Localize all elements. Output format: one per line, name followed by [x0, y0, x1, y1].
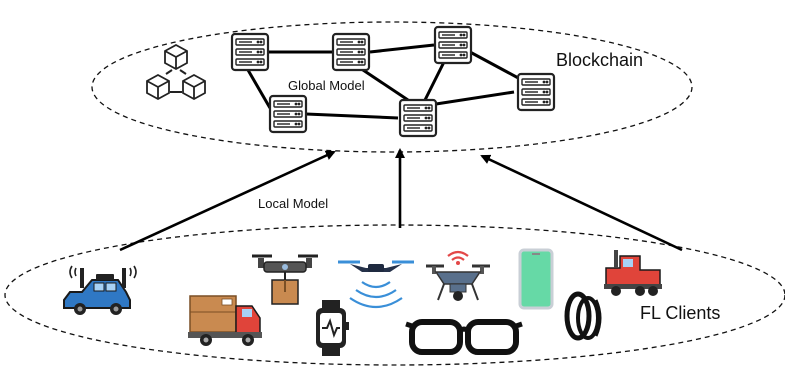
fl-clients-ellipse	[4, 224, 785, 366]
smart-ring-icon	[564, 291, 602, 341]
semi-truck-icon	[604, 250, 662, 296]
upload-arrows	[119, 148, 683, 252]
global-model-label: Global Model	[288, 78, 365, 93]
blockchain-label: Blockchain	[556, 50, 643, 70]
server-icon	[268, 94, 308, 134]
blockchain-cubes-icon	[146, 44, 206, 100]
smart-glasses-icon	[405, 319, 523, 355]
smartphone-icon	[518, 248, 554, 310]
local-model-label: Local Model	[258, 196, 328, 211]
blockchain-ellipse	[91, 21, 693, 153]
delivery-truck-icon	[188, 295, 262, 346]
drone-signal-icon	[338, 260, 414, 309]
server-network-links	[246, 43, 523, 120]
server-icon	[230, 32, 270, 72]
right-upload-arrow	[480, 154, 683, 252]
fl-clients-label: FL Clients	[640, 303, 720, 323]
smartwatch-icon	[316, 300, 349, 356]
left-upload-arrow	[119, 150, 336, 252]
server-icon	[433, 25, 473, 65]
server-icon	[331, 32, 371, 72]
delivery-drone-icon	[252, 254, 318, 305]
autonomous-car-icon	[63, 265, 137, 315]
server-icon	[398, 98, 438, 138]
server-icon	[516, 72, 556, 112]
quadcopter-wifi-icon	[426, 250, 490, 301]
